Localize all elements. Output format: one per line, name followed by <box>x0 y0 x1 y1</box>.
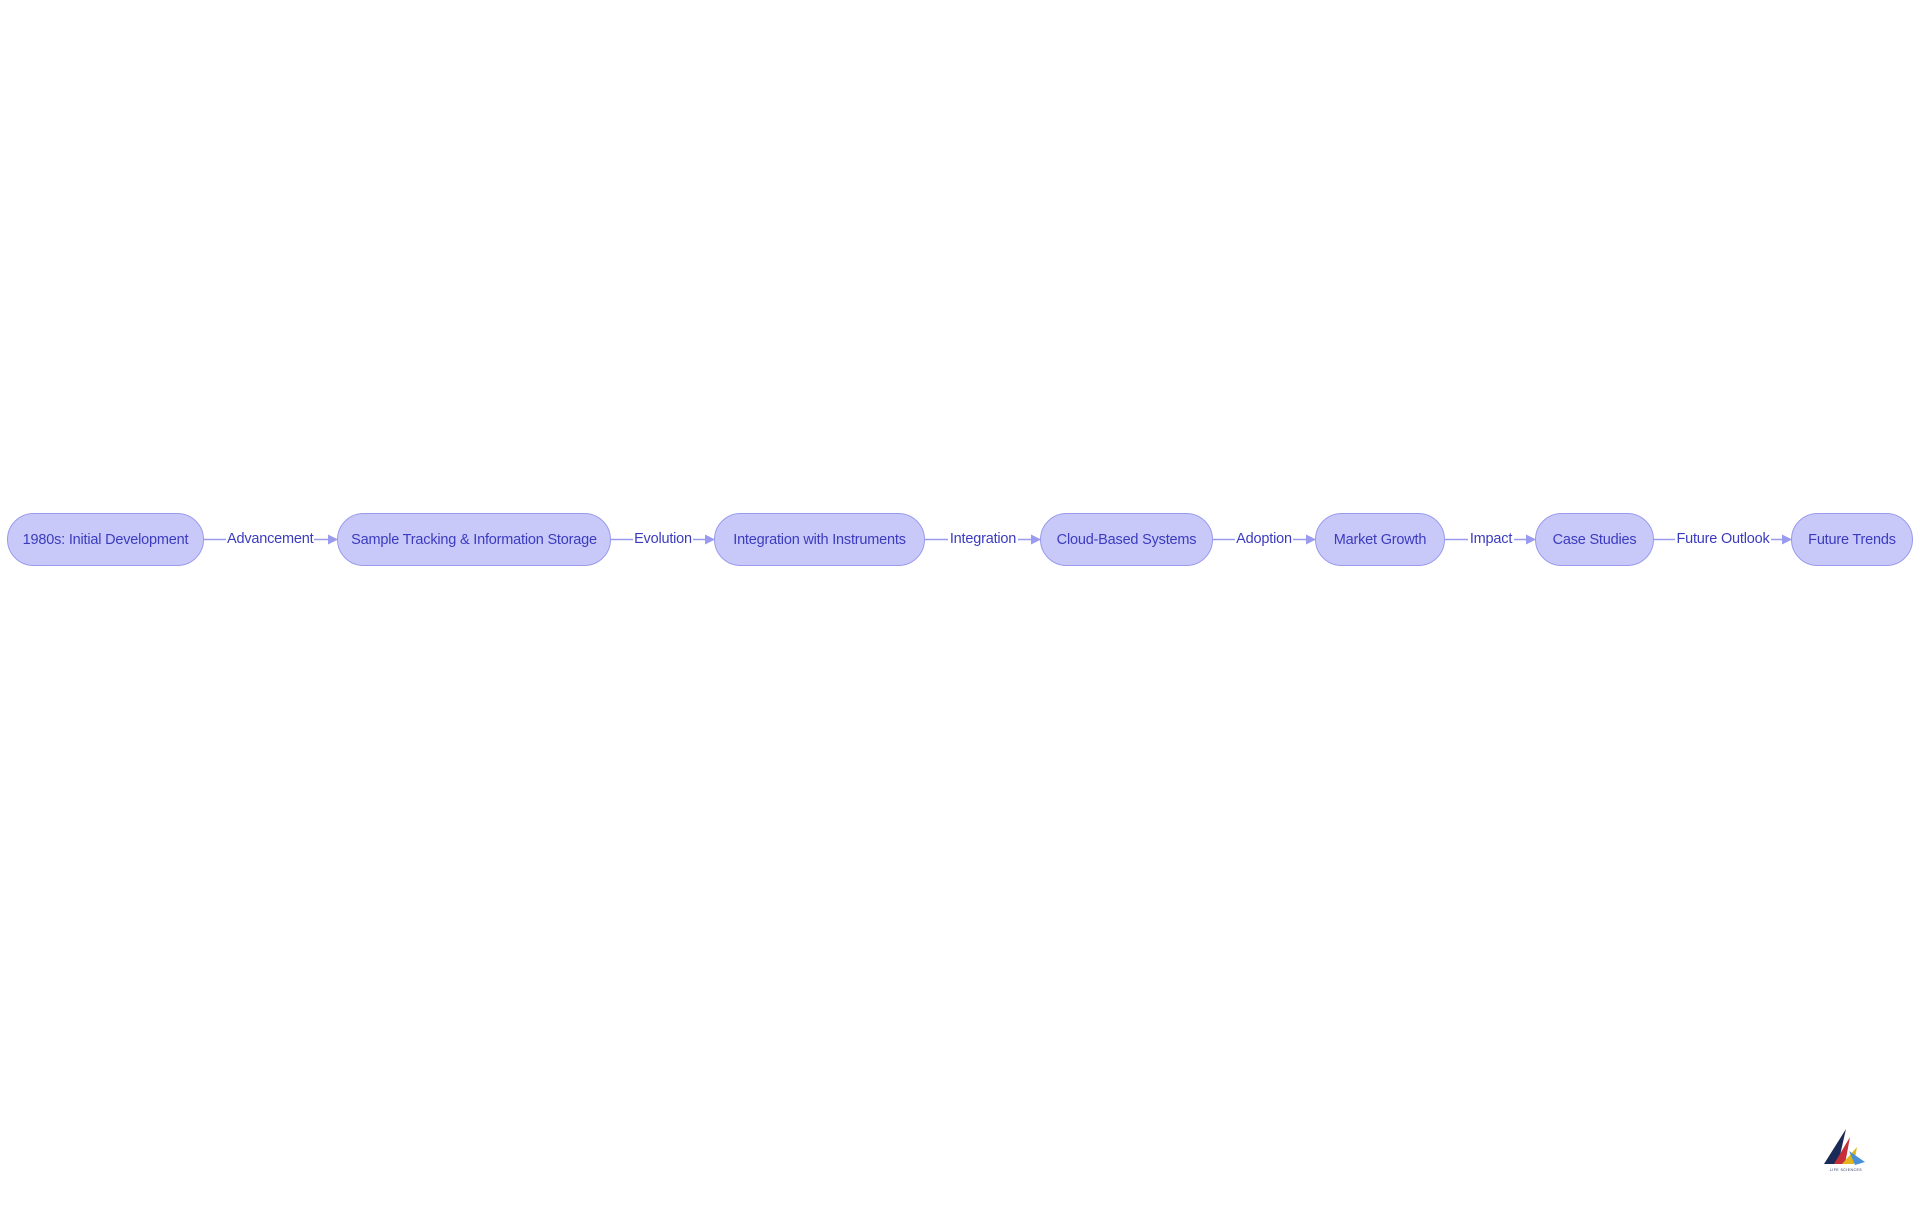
edge-label-adoption: Adoption <box>1235 529 1293 549</box>
edge-label-evolution: Evolution <box>633 529 693 549</box>
node-case-studies: Case Studies <box>1535 513 1654 566</box>
edge-label-impact: Impact <box>1468 529 1514 549</box>
node-integration-with-instruments: Integration with Instruments <box>714 513 925 566</box>
logo-text: LIFE SCIENCES <box>1830 1168 1862 1172</box>
node-future-trends: Future Trends <box>1791 513 1913 566</box>
node-initial-development: 1980s: Initial Development <box>7 513 204 566</box>
edge-label-future-outlook: Future Outlook <box>1675 529 1771 549</box>
mountain-logo-icon: LIFE SCIENCES <box>1822 1125 1870 1173</box>
node-cloud-based-systems: Cloud-Based Systems <box>1040 513 1213 566</box>
edge-label-advancement: Advancement <box>226 529 314 549</box>
node-market-growth: Market Growth <box>1315 513 1445 566</box>
node-sample-tracking: Sample Tracking & Information Storage <box>337 513 611 566</box>
edge-label-integration: Integration <box>948 529 1018 549</box>
